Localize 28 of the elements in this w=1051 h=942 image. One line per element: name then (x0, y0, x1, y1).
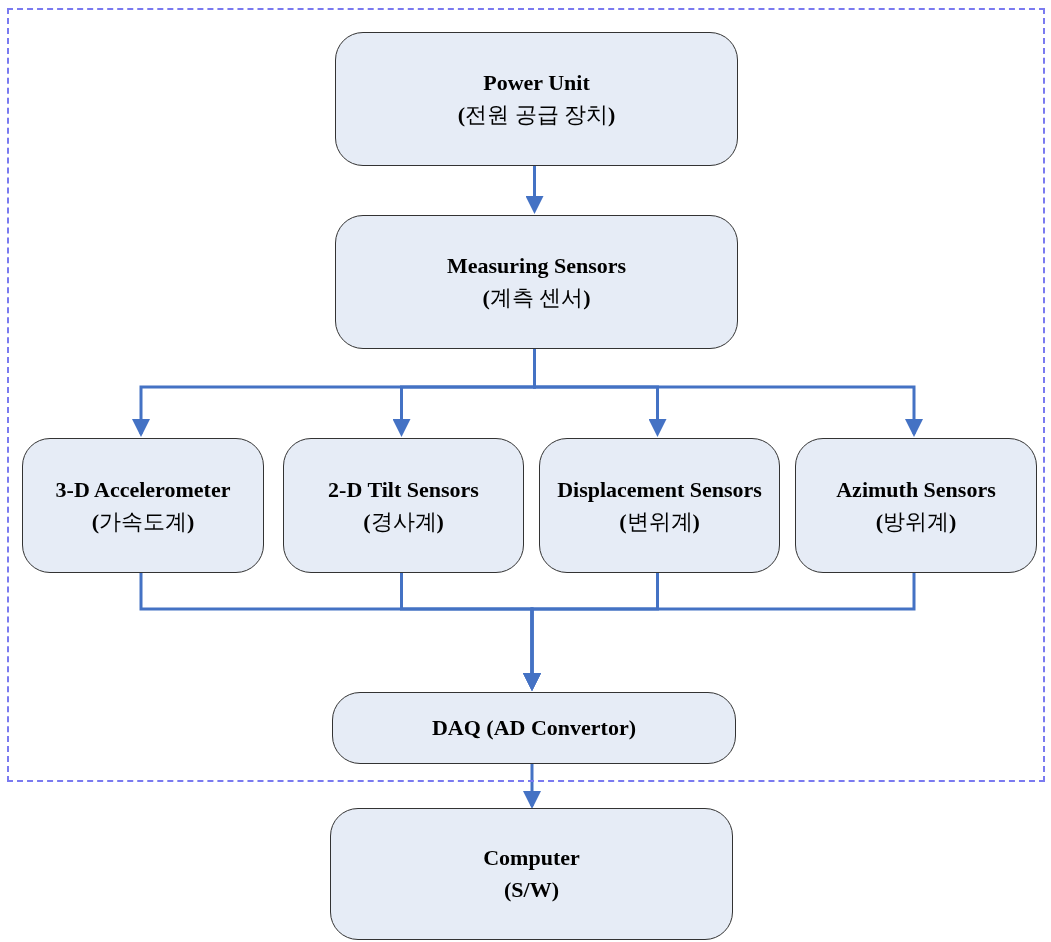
arrow (525, 164, 544, 214)
node-title: 2-D Tilt Sensors (328, 475, 479, 504)
dashed-boundary (7, 8, 1045, 782)
node-title: Measuring Sensors (446, 252, 627, 280)
arrow (523, 571, 916, 691)
node-subtitle: (가속도계) (91, 507, 195, 536)
node-title: Computer (483, 844, 580, 872)
node-subtitle: (방위계) (875, 507, 957, 536)
node-title: 3-D Accelerometer (55, 475, 231, 504)
process-box (335, 32, 738, 166)
arrow (533, 347, 923, 437)
process-box (283, 438, 524, 573)
node-subtitle: (변위계) (619, 507, 700, 536)
process-box (539, 438, 780, 573)
process-box (330, 808, 733, 940)
node-title: Power Unit (483, 69, 590, 97)
process-box (795, 438, 1037, 573)
node-title: Displacement Sensors (557, 475, 762, 504)
node-subtitle: (계측 센서) (482, 284, 591, 312)
process-box (22, 438, 264, 573)
process-box (332, 692, 736, 764)
arrow (523, 762, 541, 809)
node-title: DAQ (AD Convertor) (431, 714, 637, 742)
process-box (335, 215, 738, 349)
node-title: Azimuth Sensors (836, 475, 996, 504)
node-subtitle: (S/W) (504, 876, 559, 904)
node-subtitle: (경사계) (363, 507, 444, 536)
node-subtitle: (전원 공급 장치) (457, 101, 616, 129)
